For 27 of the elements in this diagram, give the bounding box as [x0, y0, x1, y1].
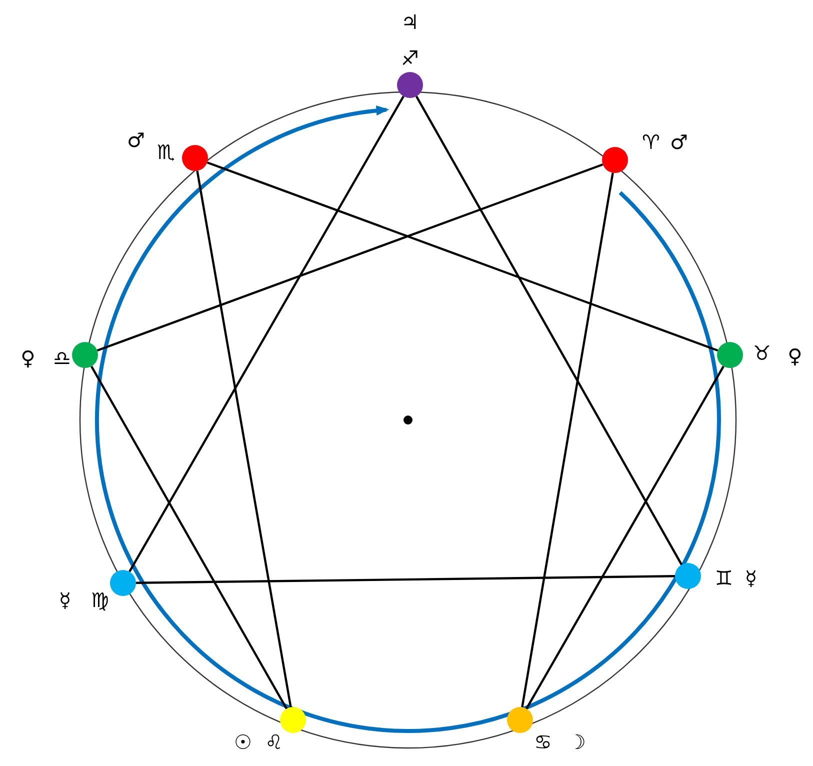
connector-line [128, 96, 404, 572]
astrological-symbol: ♈ [642, 130, 660, 154]
astrological-symbol: ♋ [534, 730, 552, 754]
connector-line [206, 161, 718, 352]
connector-line [415, 96, 683, 566]
astrological-symbol: ♉ [753, 341, 771, 365]
astrological-symbol: ♊ [715, 566, 733, 590]
connector-line [90, 366, 288, 710]
astrological-symbol: ♌ [265, 730, 283, 754]
astrological-symbol: ☉ [234, 730, 252, 754]
connector-line [521, 172, 614, 708]
connector-line [196, 170, 292, 708]
astrological-symbol: ♏ [157, 140, 175, 164]
astrological-symbol: ♂ [127, 128, 145, 152]
connector-line [136, 575, 676, 584]
astrological-symbol: ♂ [670, 130, 688, 154]
astrological-symbol: ♀ [20, 346, 36, 370]
astrological-symbol: ♎ [53, 346, 71, 370]
astrological-symbol: ♀ [788, 344, 802, 368]
astrological-symbol: ☿ [744, 566, 758, 590]
astrological-symbol: ☽ [568, 730, 586, 754]
connector-line [526, 366, 724, 710]
astrological-symbol: ♍ [91, 588, 109, 612]
astrological-symbol: ♃ [401, 10, 419, 34]
connector-line [96, 163, 604, 352]
astrological-symbol: ☿ [58, 588, 72, 612]
astrological-symbol: ♐ [401, 46, 419, 70]
